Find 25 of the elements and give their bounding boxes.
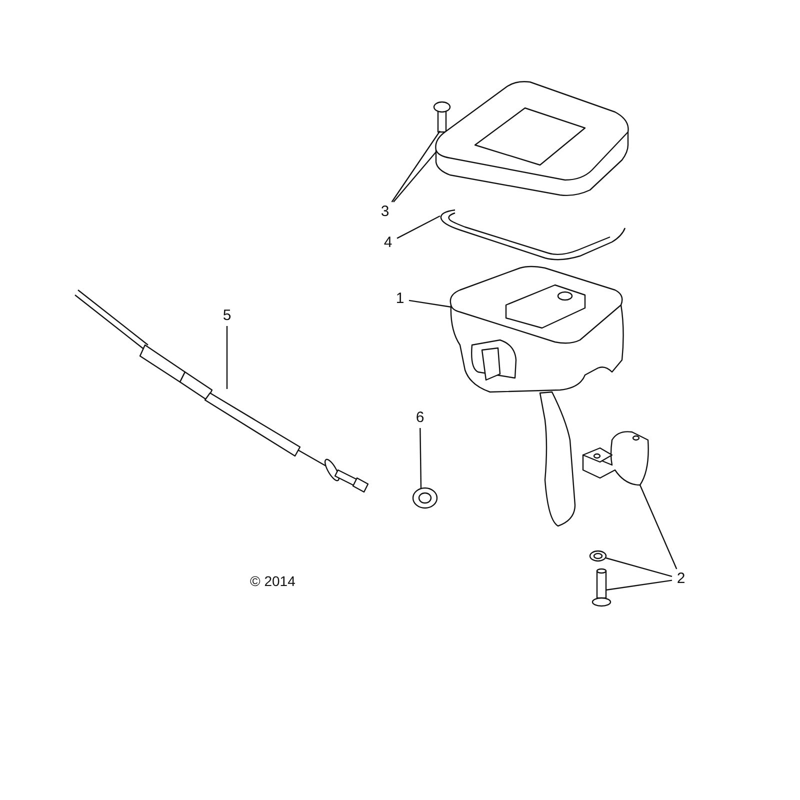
callout-number: 4 <box>380 234 396 252</box>
copyright-note: © 2014 <box>250 573 296 589</box>
callout-number: 2 <box>673 570 689 588</box>
clamp-drawing <box>582 431 649 486</box>
leader-line <box>226 326 228 389</box>
callout-number: 6 <box>412 409 428 427</box>
leader-line <box>606 580 672 591</box>
switch-housing-drawing <box>450 266 624 527</box>
cover-drawing <box>435 81 629 196</box>
leader-line <box>393 152 436 202</box>
leader-line <box>396 215 440 239</box>
pin-drawing <box>592 568 612 607</box>
callout-number: 3 <box>377 203 393 221</box>
leader-line <box>639 484 678 570</box>
washer-drawing <box>412 487 438 509</box>
leader-line <box>606 557 672 578</box>
callout-number: 5 <box>219 307 235 325</box>
lock-washer-drawing <box>589 550 607 562</box>
leader-line <box>420 428 422 488</box>
leader-line <box>408 300 452 308</box>
screw-drawing <box>433 101 451 133</box>
callout-number: 1 <box>392 290 408 308</box>
control-cable-drawing <box>74 289 369 493</box>
gasket-drawing <box>440 209 626 260</box>
leader-line <box>391 130 440 202</box>
